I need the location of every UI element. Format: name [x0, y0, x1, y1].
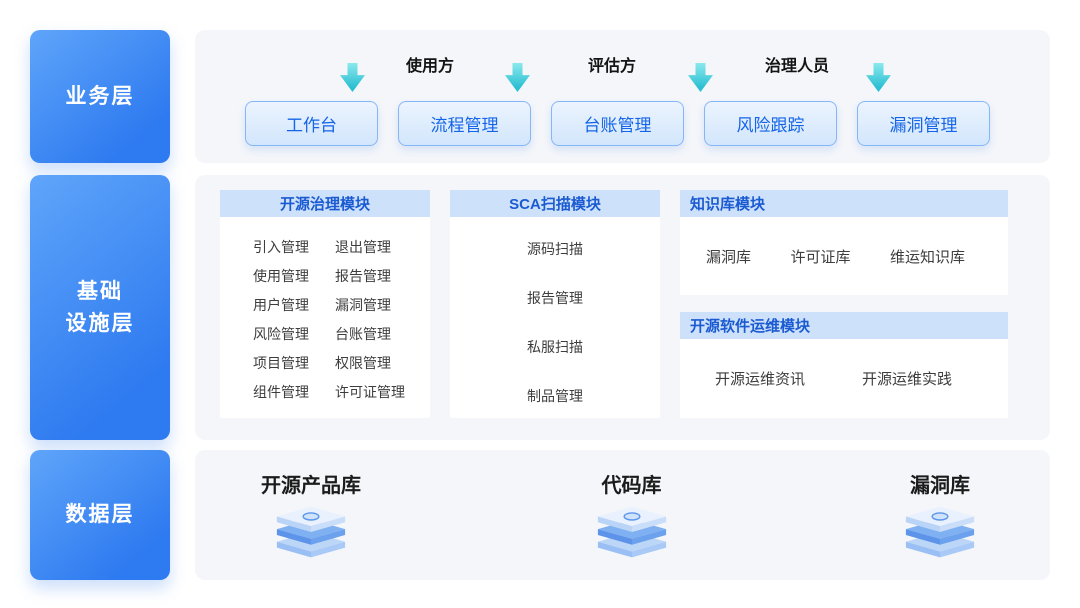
down-arrow-icon — [688, 63, 713, 92]
module-item: 组件管理 — [253, 384, 309, 400]
module-item-row: 漏洞库 许可证库 维运知识库 — [680, 217, 1008, 295]
module-item: 许可证库 — [790, 248, 851, 266]
business-layer-panel: 使用方 评估方 治理人员 工作台 流程管理 台账管理 风险跟踪 漏洞管理 — [195, 30, 1050, 163]
module-item: 维运知识库 — [889, 248, 965, 266]
role-label-user: 使用方 — [405, 58, 455, 75]
down-arrow-icon — [866, 63, 891, 92]
module-item-list: 源码扫描 报告管理 私服扫描 制品管理 — [450, 217, 660, 404]
module-open-source-governance: 开源治理模块 引入管理 退出管理 使用管理 报告管理 用户管理 漏洞管理 风险管… — [220, 190, 430, 418]
module-item: 私服扫描 — [527, 339, 583, 355]
database-label: 漏洞库 — [910, 474, 970, 497]
button-vulnerability-management[interactable]: 漏洞管理 — [857, 101, 990, 146]
module-item: 权限管理 — [335, 355, 391, 371]
data-layer-panel: 开源产品库 代码库 — [195, 450, 1050, 580]
database-label: 开源产品库 — [261, 474, 361, 497]
layer-label-data: 数据层 — [30, 450, 170, 580]
database-icon — [597, 506, 666, 557]
button-ledger-management[interactable]: 台账管理 — [551, 101, 684, 146]
module-item: 制品管理 — [527, 388, 583, 404]
business-button-row: 工作台 流程管理 台账管理 风险跟踪 漏洞管理 — [245, 101, 990, 146]
module-sca-scan: SCA扫描模块 源码扫描 报告管理 私服扫描 制品管理 — [450, 190, 660, 418]
module-item: 台账管理 — [335, 326, 391, 342]
database-vulnerability: 漏洞库 — [902, 469, 978, 562]
module-item: 开源运维资讯 — [715, 371, 806, 388]
module-item: 报告管理 — [335, 268, 391, 284]
module-title: 开源软件运维模块 — [680, 312, 1008, 339]
database-code: 代码库 — [594, 469, 670, 562]
down-arrow-icon — [505, 63, 530, 92]
button-workbench[interactable]: 工作台 — [245, 101, 378, 146]
module-item: 许可证管理 — [335, 384, 405, 400]
database-row: 开源产品库 代码库 — [195, 450, 1050, 580]
database-label: 代码库 — [601, 474, 662, 497]
database-icon — [905, 506, 975, 557]
module-item: 使用管理 — [253, 268, 309, 284]
module-item: 开源运维实践 — [861, 371, 952, 388]
module-item: 风险管理 — [253, 326, 309, 342]
database-open-source-product: 开源产品库 — [261, 469, 361, 562]
module-title: 开源治理模块 — [220, 190, 430, 217]
module-item: 退出管理 — [335, 239, 391, 255]
button-process-management[interactable]: 流程管理 — [398, 101, 531, 146]
module-item: 用户管理 — [253, 297, 309, 313]
role-label-assessor: 评估方 — [587, 58, 637, 75]
module-item: 报告管理 — [527, 290, 583, 306]
module-title: 知识库模块 — [680, 190, 1008, 217]
module-open-source-ops: 开源软件运维模块 开源运维资讯 开源运维实践 — [680, 312, 1008, 418]
module-item: 漏洞库 — [706, 248, 752, 266]
database-icon — [276, 506, 346, 557]
down-arrow-icon — [340, 63, 365, 92]
infrastructure-layer-panel: 开源治理模块 引入管理 退出管理 使用管理 报告管理 用户管理 漏洞管理 风险管… — [195, 175, 1050, 440]
role-label-governance: 治理人员 — [764, 58, 830, 75]
layer-label-infrastructure: 基础 设施层 — [30, 175, 170, 440]
module-item: 引入管理 — [253, 239, 309, 255]
layer-label-business: 业务层 — [30, 30, 170, 163]
module-item-row: 开源运维资讯 开源运维实践 — [680, 339, 1008, 418]
module-knowledge-base: 知识库模块 漏洞库 许可证库 维运知识库 — [680, 190, 1008, 295]
module-item: 项目管理 — [253, 355, 309, 371]
module-title: SCA扫描模块 — [450, 190, 660, 217]
module-item-grid: 引入管理 退出管理 使用管理 报告管理 用户管理 漏洞管理 风险管理 台账管理 … — [220, 217, 430, 400]
module-item: 源码扫描 — [527, 241, 583, 257]
module-item: 漏洞管理 — [335, 297, 391, 313]
button-risk-tracking[interactable]: 风险跟踪 — [704, 101, 837, 146]
